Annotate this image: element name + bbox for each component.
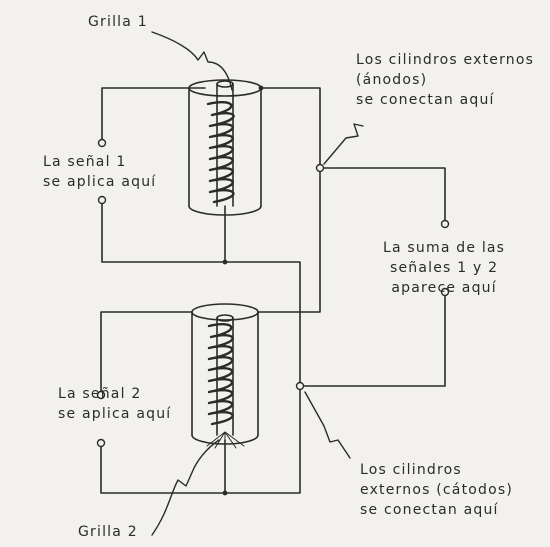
label-senal-1-line-2: se aplica aquí (43, 174, 157, 190)
label-catodos-line-2: externos (cátodos) (360, 482, 514, 498)
terminal-signal2-top (96, 390, 106, 400)
terminal-signal1-top (97, 138, 107, 148)
label-catodos: Los cilindros externos (cátodos) se cone… (360, 460, 513, 520)
label-suma-line-2: señales 1 y 2 (389, 260, 499, 276)
label-anodos-line-1: Los cilindros externos (356, 52, 535, 68)
label-suma: La suma de las señales 1 y 2 aparece aqu… (383, 238, 505, 298)
label-grilla-1: Grilla 1 (88, 14, 148, 30)
terminal-anode (315, 163, 325, 173)
junctions (222, 85, 264, 496)
label-catodos-line-1: Los cilindros (360, 462, 462, 478)
grid-2-spiral (207, 322, 234, 426)
grid-1-spiral (206, 100, 235, 204)
label-senal-2: La señal 2 se aplica aquí (58, 384, 171, 424)
label-senal-1-line-1: La señal 1 (43, 154, 127, 170)
label-catodos-line-3: se conectan aquí (360, 502, 499, 518)
label-grilla-2: Grilla 2 (78, 524, 138, 540)
label-anodos-line-2: (ánodos) (356, 72, 428, 88)
label-suma-line-3: aparece aquí (391, 280, 497, 296)
label-senal-1: La señal 1 se aplica aquí (43, 152, 156, 192)
label-senal-2-line-1: La señal 2 (58, 386, 142, 402)
terminal-cathode (295, 381, 305, 391)
label-senal-2-line-2: se aplica aquí (58, 406, 172, 422)
upper-tube (188, 79, 262, 216)
label-anodos: Los cilindros externos (ánodos) se conec… (356, 50, 534, 110)
terminal-sum-top (440, 219, 450, 229)
leader-lines (151, 31, 364, 536)
terminal-signal1-bottom (97, 195, 107, 205)
terminal-sum-bottom (440, 287, 450, 297)
terminals (96, 138, 450, 448)
label-anodos-line-3: se conectan aquí (356, 92, 495, 108)
label-suma-line-1: La suma de las (383, 240, 506, 256)
terminal-signal2-bottom (96, 438, 106, 448)
